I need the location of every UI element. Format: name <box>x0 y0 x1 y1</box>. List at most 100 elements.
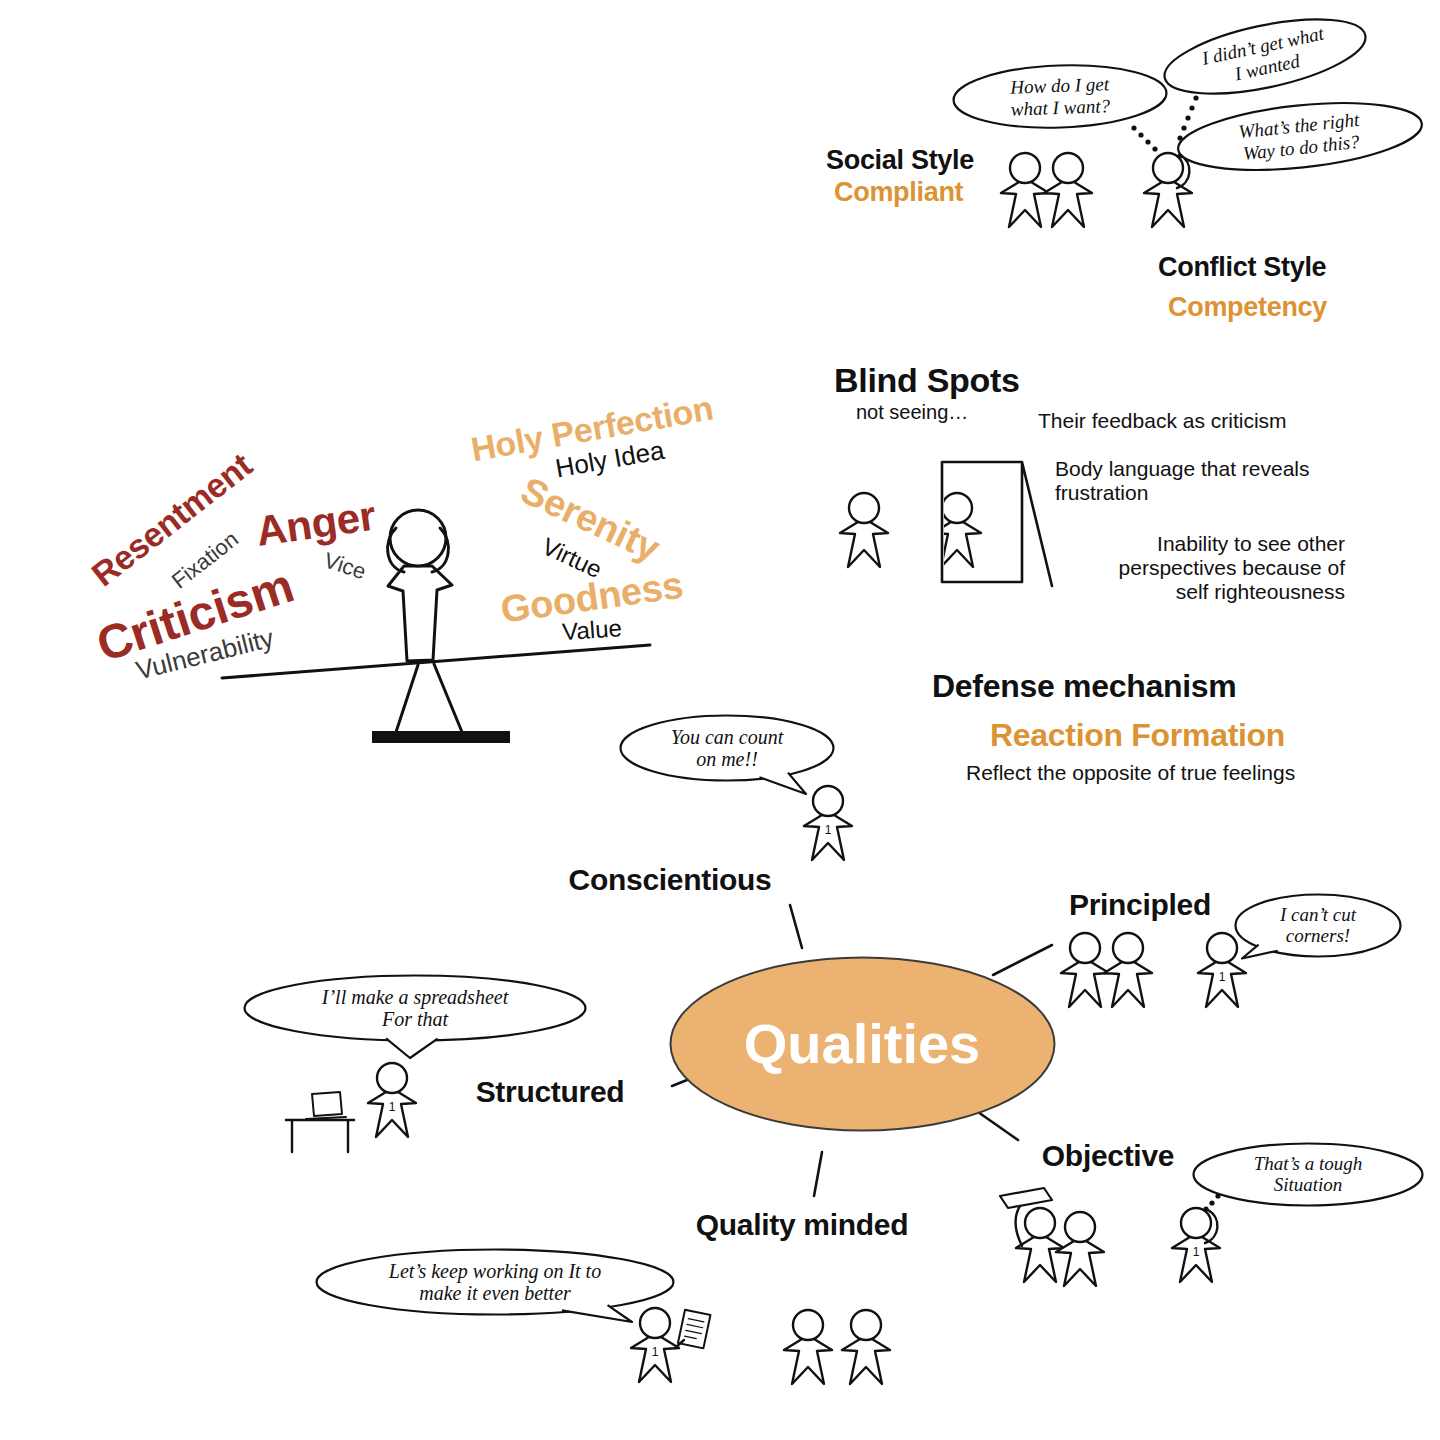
stick-figure <box>1144 153 1192 227</box>
seesaw-beam <box>222 645 650 678</box>
bubble-tail <box>386 1038 438 1058</box>
section-heading: Blind Spots <box>834 361 1020 400</box>
node-text-box: How do I get what I want? <box>994 72 1125 119</box>
figure-head <box>640 1308 670 1338</box>
figure-head <box>851 1310 881 1340</box>
figure-head <box>377 1063 407 1093</box>
figure-number: 1 <box>652 1346 659 1358</box>
bubble-tail <box>759 773 806 794</box>
figure-number: 1 <box>825 824 832 836</box>
category-word: Vice <box>321 547 369 584</box>
figure-body <box>1056 1241 1104 1286</box>
node-text-box: I can’t cut corners! <box>1268 904 1368 947</box>
figure-head <box>1010 153 1040 183</box>
style-heading: Social Style <box>826 145 974 176</box>
bubble-tail <box>1242 944 1278 958</box>
quality-label: Principled <box>1069 888 1211 923</box>
figure-arm <box>1016 1206 1022 1246</box>
figure-head <box>1153 153 1183 183</box>
mirror-frame <box>942 462 1052 586</box>
spoke-line <box>978 1112 1018 1140</box>
figure-head <box>1181 1208 1211 1238</box>
section-heading: Defense mechanism <box>932 668 1236 705</box>
held-sign <box>1000 1188 1052 1208</box>
bubble-tail-fill <box>562 1305 632 1322</box>
stick-figure <box>1056 1212 1104 1286</box>
figure-body <box>840 522 888 567</box>
thinker-arms <box>388 528 449 572</box>
figure-body <box>1172 1237 1220 1282</box>
bubble-text: How do I get what I want? <box>994 72 1125 119</box>
spoke-line <box>814 1152 822 1196</box>
blind-spot-item: Body language that reveals frustration <box>1055 457 1355 505</box>
figure-body <box>1001 182 1049 227</box>
stick-figure <box>840 493 888 567</box>
bubble-text: That’s a tough Situation <box>1238 1153 1378 1196</box>
node-text-box: Qualities <box>744 1012 981 1076</box>
figure-head <box>1025 1208 1055 1238</box>
figure-head <box>1070 933 1100 963</box>
stick-figure <box>1001 153 1049 227</box>
bubble-tail-fill <box>386 1038 438 1058</box>
stick-figure <box>1044 153 1092 227</box>
thought-dot <box>1193 95 1198 100</box>
stick-figure <box>1061 933 1109 1007</box>
bubble-tail-fill <box>1242 944 1278 958</box>
seesaw-legs <box>396 664 462 732</box>
figure-head <box>944 493 972 523</box>
figure-body <box>1016 1237 1064 1282</box>
figure-body <box>842 1339 890 1384</box>
quality-label: Structured <box>476 1075 625 1110</box>
stick-figure <box>944 493 981 567</box>
oval-title: Qualities <box>744 1012 981 1076</box>
bubble-text: You can count on me!! <box>662 726 792 771</box>
thought-dot <box>1145 139 1150 144</box>
figure-body <box>1104 962 1152 1007</box>
stick-figure <box>842 1310 890 1384</box>
figure-number: 1 <box>1219 971 1226 983</box>
thought-dot <box>1181 125 1186 130</box>
speech-bubble: I’ll make a spreadsheet For that <box>243 974 587 1042</box>
spoke-line <box>790 905 802 948</box>
node-text-box: That’s a tough Situation <box>1238 1153 1378 1196</box>
figure-head <box>1065 1212 1095 1242</box>
section-note: Reflect the opposite of true feelings <box>966 761 1295 785</box>
laptop-screen <box>312 1092 342 1116</box>
speech-bubble: Let’s keep working on It to make it even… <box>315 1248 675 1316</box>
bubble-shape <box>317 1250 674 1315</box>
bubble-text: I’ll make a spreadsheet For that <box>310 986 520 1031</box>
figure-head <box>1113 933 1143 963</box>
figure-body <box>944 522 981 567</box>
thought-dot <box>1209 1200 1214 1205</box>
category-word: Value <box>561 614 622 646</box>
style-value: Compliant <box>834 177 963 208</box>
section-value: Reaction Formation <box>990 717 1285 754</box>
stick-figure <box>368 1063 416 1137</box>
seesaw-base <box>372 731 510 743</box>
bubble-shape <box>621 716 834 781</box>
figure-body <box>1061 962 1109 1007</box>
stick-figure <box>1016 1208 1064 1282</box>
stick-figure <box>1104 933 1152 1007</box>
stick-figure <box>1172 1208 1220 1282</box>
style-value: Competency <box>1168 292 1327 323</box>
figure-body <box>1044 182 1092 227</box>
figure-arm <box>1205 1210 1217 1243</box>
speech-bubble: That’s a tough Situation <box>1192 1142 1424 1207</box>
bubble-shape <box>1158 4 1371 107</box>
lower-quality-word: Anger <box>253 492 378 557</box>
section-subheading: not seeing… <box>856 401 968 424</box>
desk <box>286 1120 354 1152</box>
speech-bubble: How do I get what I want? <box>951 60 1169 132</box>
thinker-head <box>390 510 446 566</box>
figure-head <box>849 493 879 523</box>
quality-label: Objective <box>1042 1139 1174 1174</box>
speech-bubble: You can count on me!! <box>619 714 835 782</box>
figure-arm <box>675 1340 684 1348</box>
laptop-base <box>306 1117 346 1119</box>
bubble-shape <box>245 976 586 1041</box>
blind-spot-item: Their feedback as criticism <box>1038 409 1287 433</box>
bubble-tail-fill <box>759 773 806 794</box>
thought-dot <box>1189 105 1194 110</box>
